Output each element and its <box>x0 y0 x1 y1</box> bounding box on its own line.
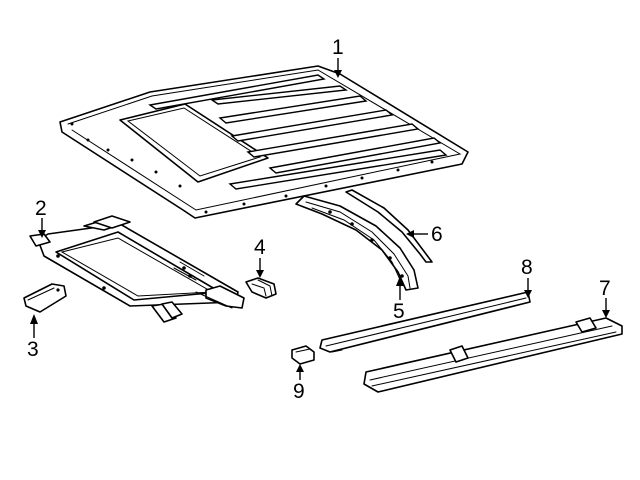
leader-8 <box>524 278 532 298</box>
leader-9 <box>296 364 304 380</box>
roof-bow[interactable] <box>295 195 419 291</box>
callout-7: 7 <box>599 277 611 300</box>
end-cap[interactable] <box>291 345 315 365</box>
leader-1 <box>334 58 342 78</box>
bracket[interactable] <box>23 283 67 313</box>
leader-7 <box>602 298 610 318</box>
callout-9: 9 <box>293 380 305 403</box>
leader-5 <box>396 276 404 300</box>
callout-3: 3 <box>27 338 39 361</box>
roof-panel[interactable] <box>59 65 469 219</box>
callout-4: 4 <box>254 236 266 259</box>
callout-8: 8 <box>521 256 533 279</box>
reinforcement-rail[interactable] <box>345 189 433 263</box>
sunroof-frame[interactable] <box>29 215 245 323</box>
callout-6: 6 <box>431 223 443 246</box>
callout-5: 5 <box>393 300 405 323</box>
leader-4 <box>256 258 264 278</box>
leader-3 <box>30 314 38 338</box>
callout-2: 2 <box>35 197 47 220</box>
side-rail[interactable] <box>363 317 623 393</box>
callout-1: 1 <box>332 36 344 59</box>
leader-6 <box>406 230 428 238</box>
clip[interactable] <box>245 277 277 299</box>
leader-2 <box>38 218 46 238</box>
inner-rail[interactable] <box>319 291 531 353</box>
